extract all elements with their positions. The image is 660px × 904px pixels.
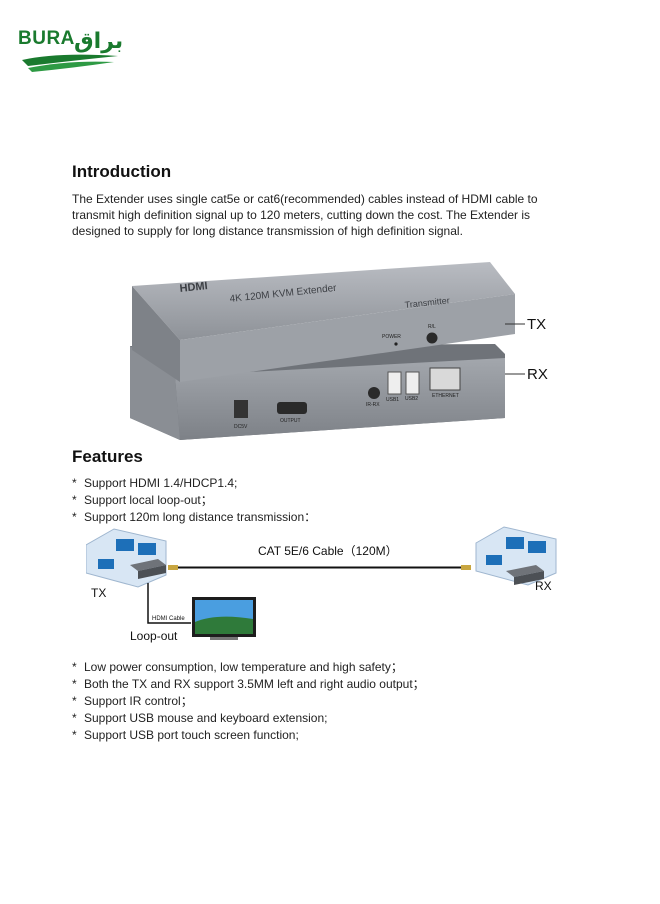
ir-jack xyxy=(426,332,438,344)
introduction-line: The Extender uses single cat5e or cat6(r… xyxy=(72,192,538,206)
rx-device xyxy=(506,565,544,577)
brand-logo: BURA براق xyxy=(18,26,128,76)
feature-item: Support IR control； xyxy=(72,693,425,710)
port-label-ir: IR-RX xyxy=(366,402,380,408)
features-list-top: Support HDMI 1.4/HDCP1.4; Support local … xyxy=(72,475,316,526)
port-label-output: OUTPUT xyxy=(280,418,301,424)
brand-logo-arabic: براق xyxy=(74,29,123,54)
hdmi-loop-cable xyxy=(147,583,191,624)
tv-display xyxy=(192,597,256,640)
tx-device xyxy=(130,559,166,571)
ir-label: R/L xyxy=(428,324,436,330)
product-image: DC5V OUTPUT IR-RX USB1 USB2 ETHERNET HDM… xyxy=(130,262,548,440)
introduction-title: Introduction xyxy=(72,162,172,181)
hdmi-output-port xyxy=(277,402,307,414)
introduction-line: designed to supply for long distance tra… xyxy=(72,224,463,238)
brand-logo-latin: BURA xyxy=(18,28,75,49)
ethernet-port xyxy=(429,367,461,391)
unit-name: Transmitter xyxy=(404,295,450,310)
loop-out-label: Loop-out xyxy=(130,629,178,643)
feature-item: Support USB port touch screen function; xyxy=(72,727,425,744)
hdmi-cable-label: HDMI Cable xyxy=(152,616,185,622)
feature-item: Support USB mouse and keyboard extension… xyxy=(72,710,425,727)
tx-unit: HDMI 4K 120M KVM Extender Transmitter PO… xyxy=(132,262,515,382)
port-label-ethernet: ETHERNET xyxy=(432,393,459,399)
hdmi-logo: HDMI xyxy=(179,280,208,295)
feature-item: Support local loop-out； xyxy=(72,492,316,509)
diagram-rx-label: RX xyxy=(535,579,552,593)
power-label: POWER xyxy=(382,334,401,340)
usb2-port xyxy=(405,371,420,395)
usb1-port xyxy=(387,371,402,395)
introduction-text: The Extender uses single cat5e or cat6(r… xyxy=(72,191,592,239)
port-label-dc: DC5V xyxy=(234,424,248,430)
feature-item: Support HDMI 1.4/HDCP1.4; xyxy=(72,475,316,492)
rx-connector xyxy=(461,565,471,570)
port-label-usb2: USB2 xyxy=(405,396,418,402)
ir-rx-port xyxy=(368,387,380,399)
connection-diagram: TX CAT 5E/6 Cable（120M） RX HDMI Cable Lo… xyxy=(86,526,557,643)
rx-scene xyxy=(475,526,557,586)
feature-item: Both the TX and RX support 3.5MM left an… xyxy=(72,676,425,693)
diagram-tx-label: TX xyxy=(91,586,106,600)
features-list-bottom: Low power consumption, low temperature a… xyxy=(72,659,425,744)
rx-callout: RX xyxy=(527,366,548,383)
tx-connector xyxy=(168,565,178,570)
cable-label: CAT 5E/6 Cable（120M） xyxy=(258,544,398,558)
brand-logo-mark: براق xyxy=(22,29,123,72)
feature-item: Support 120m long distance transmission： xyxy=(72,509,316,526)
introduction-line: transmit high definition signal up to 12… xyxy=(72,208,531,222)
tx-scene xyxy=(86,528,167,588)
port-label-usb1: USB1 xyxy=(386,397,399,403)
tx-callout: TX xyxy=(527,316,546,333)
dc-port xyxy=(234,400,248,418)
feature-item: Low power consumption, low temperature a… xyxy=(72,659,425,676)
power-led xyxy=(394,342,398,346)
features-title: Features xyxy=(72,447,143,466)
